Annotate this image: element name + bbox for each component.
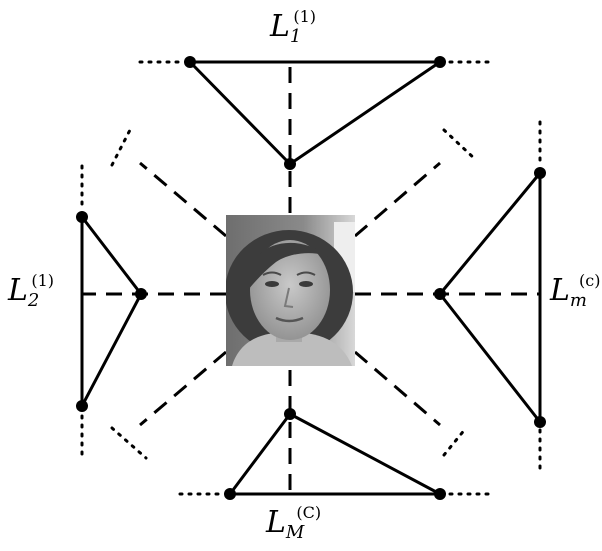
label-top-sup: (1) <box>293 7 317 26</box>
connector-upper-right <box>354 161 441 238</box>
label-bottom-sup: (C) <box>296 503 322 522</box>
connector-lower-left <box>139 350 227 427</box>
label-left: L2(1) <box>8 273 54 310</box>
node-left-apex <box>135 288 147 300</box>
node-left-top <box>76 211 88 223</box>
label-bottom: LM(C) <box>266 505 321 542</box>
label-right-sub: m <box>569 290 587 311</box>
triangle-top <box>188 60 442 166</box>
triangles <box>80 60 542 496</box>
node-top-left <box>184 56 196 68</box>
label-top-letter: L <box>270 9 290 44</box>
face-photo-icon <box>226 215 355 366</box>
triangle-right <box>438 171 542 424</box>
dotted-continuations <box>80 60 542 496</box>
node-top-right <box>434 56 446 68</box>
label-left-sup: (1) <box>31 271 55 290</box>
nodes <box>76 56 546 500</box>
label-right: Lm(c) <box>550 273 600 310</box>
dashed-connectors <box>82 62 540 494</box>
node-top-apex <box>284 158 296 170</box>
label-bottom-sub: M <box>285 522 305 543</box>
node-left-bottom <box>76 400 88 412</box>
node-bottom-right <box>434 488 446 500</box>
node-bottom-apex <box>284 408 296 420</box>
connector-lower-right <box>354 350 441 427</box>
connector-upper-left <box>139 161 227 238</box>
label-top-sub: 1 <box>289 26 302 47</box>
dots-diag-lower-right <box>442 426 468 457</box>
node-right-bottom <box>534 416 546 428</box>
label-left-sub: 2 <box>27 290 40 311</box>
dots-diag-lower-left <box>110 426 148 460</box>
label-left-letter: L <box>8 273 28 308</box>
node-bottom-left <box>224 488 236 500</box>
triangle-left <box>80 215 143 408</box>
label-top: L1(1) <box>270 9 316 46</box>
label-right-sup: (c) <box>579 271 601 290</box>
dots-diag-upper-right <box>442 128 478 162</box>
node-right-top <box>534 167 546 179</box>
label-bottom-letter: L <box>266 505 286 540</box>
label-right-letter: L <box>550 273 570 308</box>
node-right-apex <box>434 288 446 300</box>
triangle-bottom <box>228 412 442 496</box>
dots-diag-upper-left <box>110 128 132 167</box>
